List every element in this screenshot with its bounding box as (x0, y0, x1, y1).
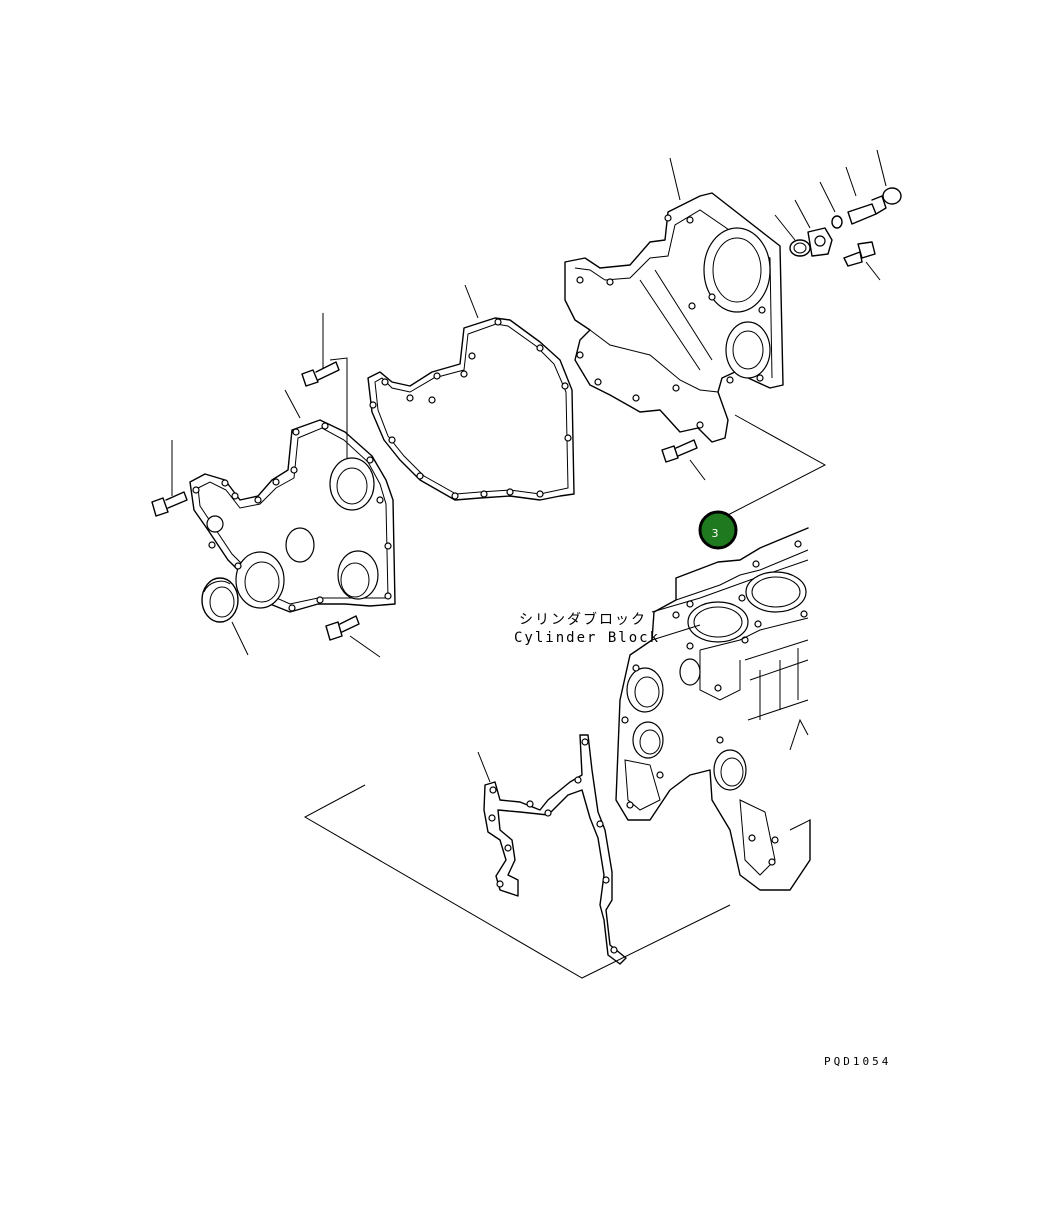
rear-plate-gasket[interactable] (483, 734, 627, 965)
gear-housing[interactable] (564, 192, 784, 443)
leader-line-housing (669, 157, 681, 201)
leader-line-front-cover (284, 389, 301, 419)
bolt-cover-top[interactable] (301, 361, 340, 387)
drawing-code: PQD1054 (824, 1055, 891, 1068)
cylinder-block-label-jp: シリンダブロック (519, 611, 647, 628)
leader-line-bolt-top-b (329, 357, 348, 458)
cylinder-block[interactable] (615, 527, 811, 891)
reference-plane-bottom (303, 784, 731, 979)
cylinder-block-label-en: Cylinder Block (514, 630, 660, 646)
leader-lines-small-parts (774, 149, 887, 281)
front-cover-gasket[interactable] (367, 317, 575, 501)
bolt-cover-left[interactable] (151, 491, 188, 517)
leader-line-bolt-bottom (349, 635, 381, 658)
bolt-cover-bottom[interactable] (325, 615, 360, 641)
leader-line-gasket (464, 284, 479, 319)
reference-plane-top (721, 414, 827, 519)
leader-line-rear-gasket (477, 751, 491, 783)
housing-small-parts[interactable] (789, 187, 902, 267)
front-cover[interactable] (189, 419, 396, 613)
callout-badge[interactable]: 3 (698, 510, 738, 550)
leader-line-oil-seal (231, 621, 249, 656)
oil-seal[interactable] (201, 577, 239, 623)
leader-line-bolt-housing (689, 459, 706, 481)
bolt-housing-bottom[interactable] (661, 439, 698, 463)
callout-number: 3 (712, 527, 719, 540)
